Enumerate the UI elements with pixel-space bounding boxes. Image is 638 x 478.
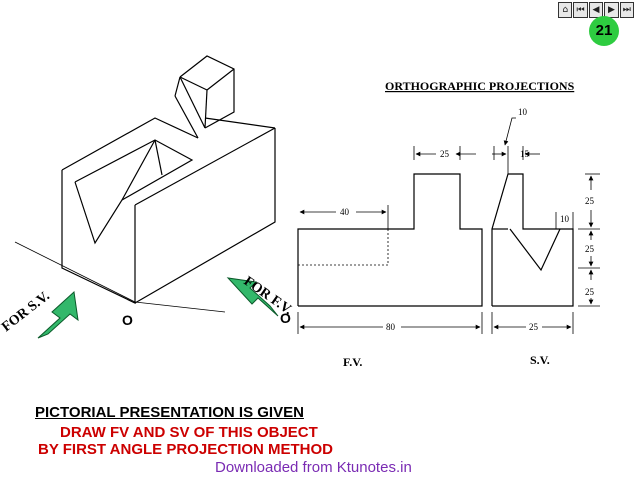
dim-15: 15 (520, 149, 530, 159)
front-view-outline (297, 173, 483, 307)
origin-label-left: O (122, 312, 133, 328)
side-view-v-groove (509, 228, 561, 272)
small-block-top-front (179, 76, 208, 91)
block-top-back-edge (61, 117, 199, 171)
home-icon[interactable]: ⌂ (558, 2, 573, 18)
block-top-right-edge (204, 117, 276, 129)
dim-25-r3: 25 (585, 287, 595, 297)
dim-40: 40 (340, 207, 350, 217)
v-groove-back (154, 139, 163, 176)
side-view-outline (491, 173, 574, 307)
dim-25-r1: 25 (585, 196, 595, 206)
dim-25-r2: 25 (585, 244, 595, 254)
ground-line-right (134, 301, 226, 313)
sv-arrow: FOR S.V. (0, 289, 79, 339)
sv-label: S.V. (530, 353, 550, 367)
sv-arrow-shape (37, 290, 79, 339)
v-groove-top (74, 139, 194, 201)
instruction-line-2: DRAW FV AND SV OF THIS OBJECT (60, 424, 318, 441)
dim-80: 80 (386, 322, 396, 332)
front-view: F.V. (297, 173, 483, 369)
small-block-slope-bottom (174, 95, 199, 139)
dim-10-leader (503, 117, 516, 146)
dim-10-top: 10 (518, 107, 528, 117)
fv-arrow-shape (226, 277, 279, 317)
fv-label: F.V. (343, 355, 362, 369)
last-icon[interactable]: ⏭ (619, 2, 635, 18)
small-block-vertical (204, 89, 208, 129)
page-number-badge: 21 (589, 16, 619, 46)
dim-25-top: 25 (440, 149, 450, 159)
small-block-top-right (206, 68, 235, 91)
side-view: S.V. (491, 173, 574, 367)
first-icon[interactable]: ⏮ (573, 2, 588, 18)
sv-arrow-label: FOR S.V. (0, 289, 53, 335)
ground-line-left (14, 241, 136, 303)
isometric-object (14, 55, 276, 313)
instruction-line-3: BY FIRST ANGLE PROJECTION METHOD (38, 441, 334, 458)
source-credit: Downloaded from Ktunotes.in (215, 459, 412, 476)
page-title: ORTHOGRAPHIC PROJECTIONS (385, 79, 575, 93)
v-groove (74, 139, 156, 245)
instruction-heading: PICTORIAL PRESENTATION IS GIVEN (35, 404, 304, 421)
small-block-slope (174, 76, 181, 97)
dim-25-bottom: 25 (529, 322, 539, 332)
block-right-face (134, 128, 276, 304)
dim-10-right: 10 (560, 214, 570, 224)
small-block-edge (179, 76, 206, 129)
block-top-front-edge (134, 127, 276, 206)
block-front-face (61, 170, 136, 304)
front-view-hidden-line (298, 229, 389, 266)
dimensions: 40 25 15 10 25 25 25 10 (297, 107, 600, 334)
origin-label-right: O (280, 310, 291, 326)
